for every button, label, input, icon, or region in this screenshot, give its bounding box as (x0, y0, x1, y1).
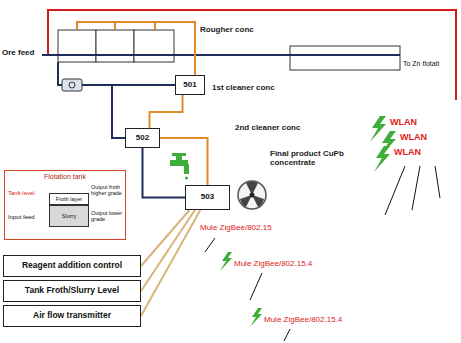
scavenger-cell (290, 46, 400, 70)
leader-line (284, 329, 290, 341)
control-box: Reagent addition control (3, 255, 141, 277)
leader-line (412, 166, 420, 210)
flow-connector (141, 210, 190, 266)
tail-line (58, 62, 62, 85)
control-box: Air flow transmitter (3, 305, 141, 327)
flow-connector (143, 148, 186, 198)
network-label: WLAN (400, 133, 427, 143)
tank-level-label: Tank level (8, 190, 35, 197)
ore-flow-line (290, 54, 400, 56)
network-label: WLAN (394, 148, 421, 158)
cleaner-cell: 501 (175, 75, 205, 95)
rougher-conc-line (154, 22, 156, 30)
faucet-symbol (170, 153, 189, 180)
leader-line (205, 238, 215, 252)
node-text: 501 (183, 81, 196, 90)
tail-line (82, 84, 112, 86)
rougher-cell (58, 30, 96, 62)
ore-flow-line (58, 54, 174, 56)
leader-line (385, 166, 405, 215)
network-label: WLAN (390, 118, 417, 128)
pump-symbol (69, 82, 75, 88)
air-fan-symbol (238, 181, 266, 209)
rougher-cell (96, 30, 134, 62)
rougher-conc-line (77, 22, 195, 75)
stream-label: 2nd cleaner conc (235, 124, 300, 133)
leader-line (250, 273, 262, 300)
flow-connector (160, 138, 208, 185)
wireless-bolt (374, 146, 390, 172)
node-text: Slurry (62, 213, 76, 219)
wireless-bolt (370, 116, 386, 142)
feed-label: Ore feed (2, 49, 34, 58)
node-text: 503 (201, 193, 214, 202)
ore-flow-line (42, 54, 400, 56)
network-label: Mule ZigBee/802.15.4 (264, 316, 342, 325)
inset-label: Input feed (8, 214, 35, 221)
inset-label: Output lower grade (91, 210, 125, 222)
stream-label: To Zn flotati (403, 60, 439, 68)
product-label: Final product CuPb concentrate (270, 150, 350, 168)
node-text: Reagent addition control (22, 261, 122, 270)
stream-label: 1st cleaner conc (212, 84, 275, 93)
node-text: Air flow transmitter (33, 311, 111, 320)
flow-connector (141, 210, 200, 316)
flow-connector (141, 210, 195, 291)
stream-label: Rougher conc (200, 26, 254, 35)
wireless-bolt (250, 308, 262, 327)
cleaner-cell: 502 (125, 128, 160, 148)
network-label: Mule ZigBee/802.15 (200, 224, 272, 233)
cleaner-cell: 503 (185, 185, 230, 210)
pump-symbol (62, 79, 82, 91)
rougher-cell (134, 30, 174, 62)
node-text: 502 (136, 134, 149, 143)
inset-label: Output froth higher grade (91, 184, 125, 196)
flow-connector (150, 95, 183, 128)
leader-line (435, 166, 440, 198)
inset-panel: Flotation tankFroth layerSlurry (4, 170, 126, 240)
node-text: Flotation tank (44, 173, 86, 181)
node-text: Froth layer (56, 196, 82, 202)
control-box: Tank Froth/Slurry Level (3, 280, 141, 302)
slurry-layer: Slurry (49, 205, 89, 227)
froth-layer: Froth layer (49, 193, 89, 205)
wireless-bolt (220, 252, 232, 271)
rougher-conc-line (114, 22, 116, 30)
network-label: Mule ZigBee/802.15.4 (234, 260, 312, 269)
node-text: Tank Froth/Slurry Level (25, 286, 119, 295)
